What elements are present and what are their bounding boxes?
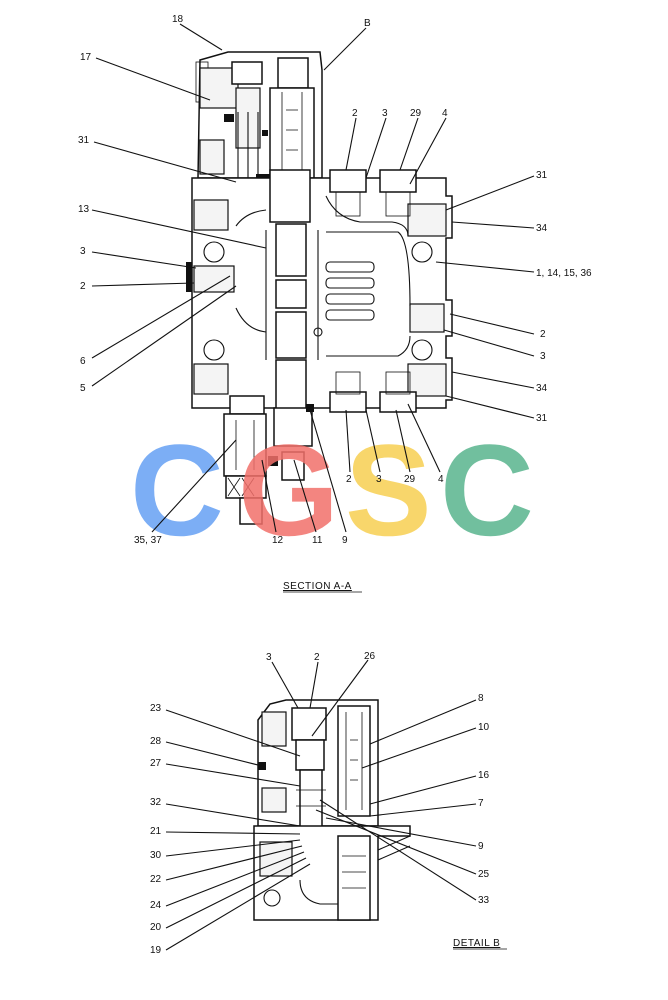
callout-2-bottom: 2 [346,474,352,485]
detail-callout-26: 26 [364,651,376,662]
detail-callout-30: 30 [150,850,162,861]
detail-callout-25: 25 [478,869,490,880]
callout-9: 9 [342,535,348,546]
detail-callout-21: 21 [150,826,162,837]
callout-11: 11 [312,535,323,546]
callout-29-bottom: 29 [404,474,416,485]
callout-3-right: 3 [540,351,546,362]
detail-callout-10: 10 [478,722,490,733]
section-a-a-drawing [186,51,453,525]
callout-4-bottom: 4 [438,474,444,485]
callout-12: 12 [272,535,284,546]
callout-34-lower: 34 [536,383,548,394]
callout-2-right: 2 [540,329,546,340]
section-leader-lines [91,23,535,533]
detail-callout-9: 9 [478,841,484,852]
detail-leader-lines [165,659,477,951]
callout-2-top: 2 [352,108,358,119]
detail-callout-33: 33 [478,895,490,906]
callout-1-14-15-36: 1, 14, 15, 36 [536,268,592,279]
callout-31-upper-left: 31 [78,135,90,146]
detail-callout-20: 20 [150,922,162,933]
detail-caption: DETAIL B [453,938,500,949]
detail-callout-8: 8 [478,693,484,704]
detail-callout-7: 7 [478,798,484,809]
detail-callout-28: 28 [150,736,162,747]
watermark-letter-s: S [345,417,432,563]
callout-3-top: 3 [382,108,388,119]
watermark-letter-c1: C [130,417,224,563]
detail-callout-22: 22 [150,874,162,885]
detail-callout-24: 24 [150,900,162,911]
callout-31-upper-right: 31 [536,170,548,181]
callout-34-upper: 34 [536,223,548,234]
detail-callout-3: 3 [266,652,272,663]
detail-b-drawing [253,699,411,921]
watermark-cgsc: C G S C [130,417,534,563]
section-caption: SECTION A-A [283,581,352,592]
callout-5: 5 [80,383,86,394]
callout-3-left: 3 [80,246,86,257]
detail-callout-27: 27 [150,758,162,769]
detail-callout-32: 32 [150,797,162,808]
callout-13: 13 [78,204,90,215]
callout-29-top: 29 [410,108,422,119]
callout-b: B [364,18,371,29]
callout-6: 6 [80,356,86,367]
detail-callout-19: 19 [150,945,162,956]
watermark-letter-c2: C [440,417,534,563]
callout-4-top: 4 [442,108,448,119]
detail-callout-2: 2 [314,652,320,663]
detail-callout-23: 23 [150,703,162,714]
detail-callout-16: 16 [478,770,490,781]
callout-3-bottom: 3 [376,474,382,485]
callout-18: 18 [172,14,184,25]
detail-callouts: 3 2 26 8 23 10 28 27 16 32 7 21 9 30 25 … [150,651,490,956]
callout-17: 17 [80,52,92,63]
callout-31-lower-right: 31 [536,413,548,424]
callout-2-left: 2 [80,281,86,292]
watermark-letter-g: G [238,417,339,563]
section-callouts: 18 B 17 31 2 3 29 4 31 13 34 3 1, 14, 15… [78,14,592,546]
callout-35-37: 35, 37 [134,535,162,546]
